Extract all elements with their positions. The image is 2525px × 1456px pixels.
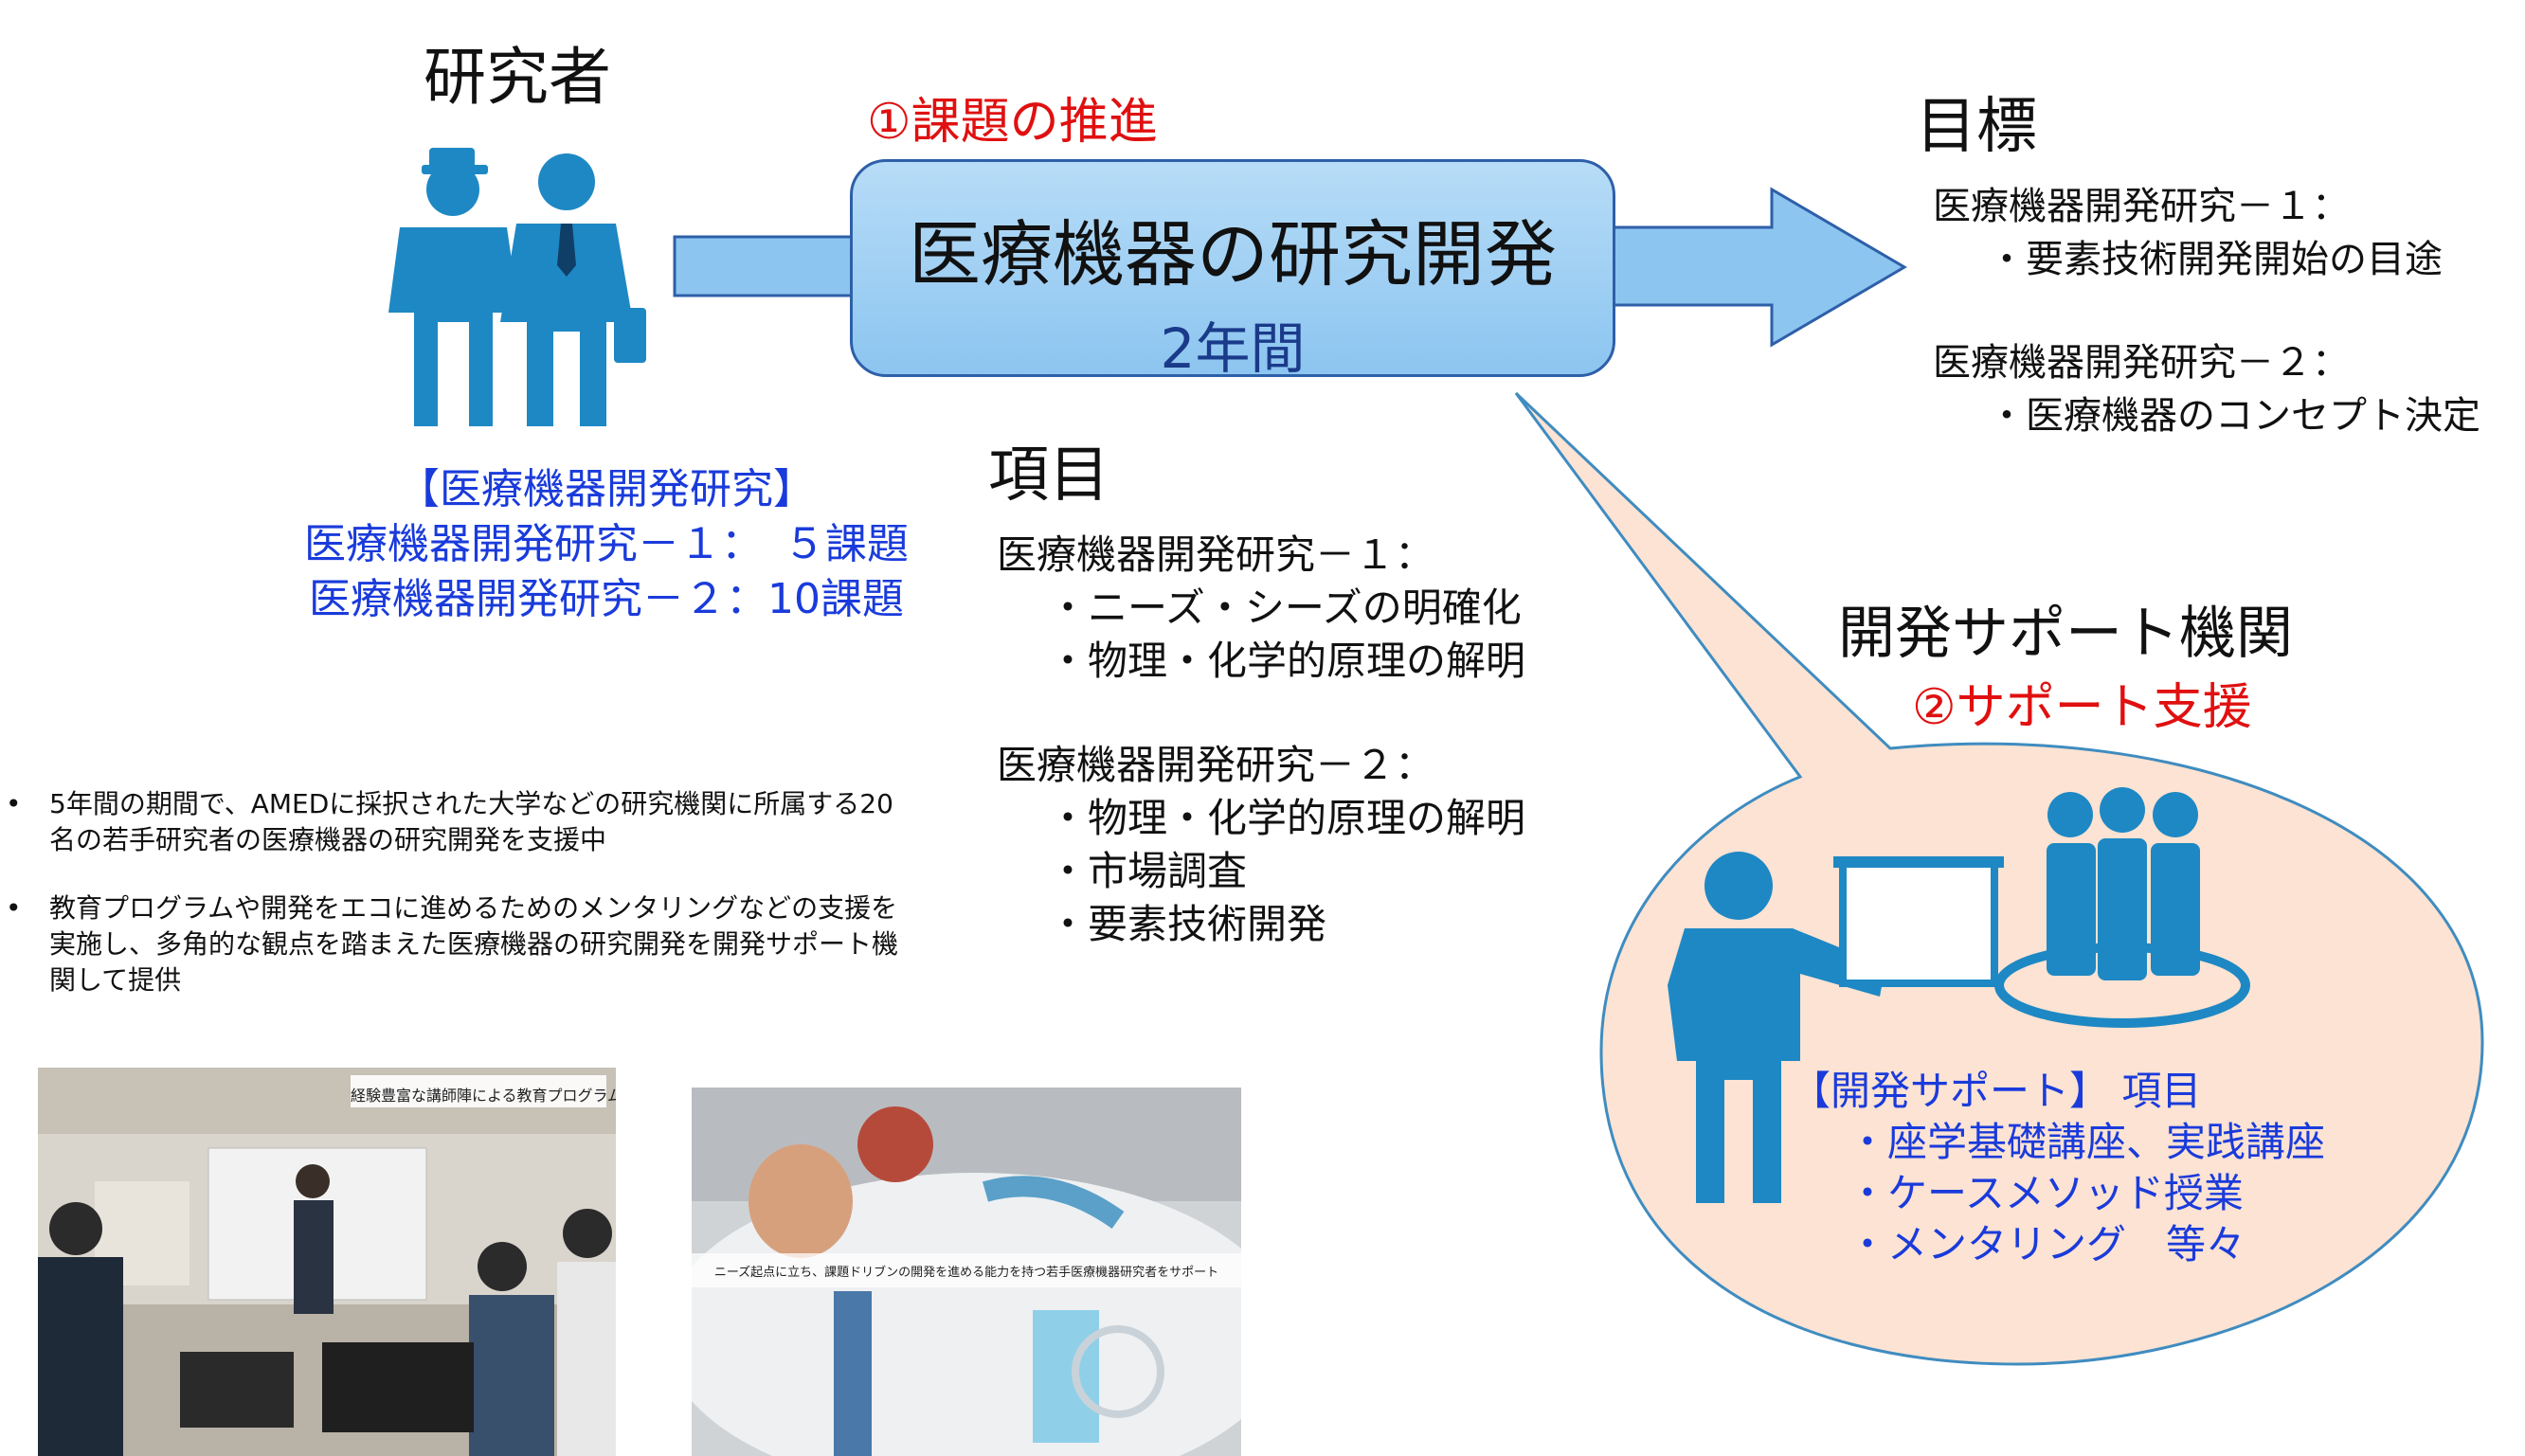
items-head: 医療機器開発研究－２：: [997, 742, 1435, 788]
photo-caption: ニーズ起点に立ち、課題ドリブンの開発を進める能力を持つ若手医療機器研究者をサポー…: [713, 1266, 1219, 1280]
process-duration: 2年間: [1160, 316, 1306, 381]
classroom-photo: 経験豊富な講師陣による教育プログラム: [38, 1068, 616, 1456]
input-arrow: [673, 235, 857, 297]
goals-title: 目標: [1916, 92, 2037, 162]
whiteboard-icon: [1833, 856, 2004, 987]
items-line: ・物理・化学的原理の解明: [1048, 795, 1526, 841]
support-items-head: 【開発サポート】 項目: [1791, 1068, 2202, 1114]
process-box: 医療機器の研究開発 2年間: [850, 159, 1615, 381]
audience-icon: [1994, 787, 2250, 1028]
classroom-scene: [38, 1068, 616, 1456]
process-title: 医療機器の研究開発: [909, 212, 1557, 297]
note-item: • 教育プログラムや開発をエコに進めるためのメンタリングなどの支援を実施し、多角…: [0, 890, 900, 998]
bullet: •: [6, 788, 22, 819]
output-arrow: [1611, 187, 1907, 348]
support-item: ・ケースメソッド授業: [1848, 1170, 2244, 1216]
support-item: ・メンタリング 等々: [1848, 1221, 2246, 1267]
support-title: 開発サポート機関: [1838, 601, 2293, 667]
research-line-2: 医療機器開発研究－２：10課題: [309, 575, 904, 623]
step1-label: ①課題の推進: [867, 94, 1158, 151]
photo-caption: 経験豊富な講師陣による教育プログラム: [351, 1087, 616, 1105]
items-head: 医療機器開発研究－１：: [997, 531, 1435, 578]
goal-head: 医療機器開発研究－２：: [1933, 341, 2350, 385]
research-summary: 【医療機器開発研究】 医療機器開発研究－１： ５課題 医療機器開発研究－２：10…: [218, 462, 995, 627]
items-line: ・要素技術開発: [1048, 901, 1327, 947]
goal-detail: ・医療機器のコンセプト決定: [1988, 394, 2480, 438]
items-line: ・物理・化学的原理の解明: [1048, 638, 1526, 684]
researcher-icon: [500, 153, 646, 426]
note-text: 教育プログラムや開発をエコに進めるためのメンタリングなどの支援を実施し、多角的な…: [49, 892, 899, 996]
researcher-icon: [388, 148, 519, 426]
note-item: • 5年間の期間で、AMEDに採択された大学などの研究機関に所属する20名の若手…: [0, 786, 900, 858]
devices-scene: [692, 1088, 1241, 1456]
notes-list: • 5年間の期間で、AMEDに採択された大学などの研究機関に所属する20名の若手…: [0, 786, 900, 1031]
research-line-1: 医療機器開発研究－１： ５課題: [304, 520, 909, 568]
support-item: ・座学基礎講座、実践講座: [1848, 1119, 2326, 1165]
items-line: ・ニーズ・シーズの明確化: [1048, 584, 1522, 631]
support-items: 【開発サポート】 項目 ・座学基礎講座、実践講座 ・ケースメソッド授業 ・メンタ…: [1791, 1066, 2325, 1270]
step2-label: ②サポート支援: [1912, 679, 2252, 736]
note-text: 5年間の期間で、AMEDに採択された大学などの研究機関に所属する20名の若手研究…: [49, 788, 893, 855]
items-line: ・市場調査: [1048, 848, 1248, 894]
bullet: •: [6, 892, 22, 924]
goal-detail: ・要素技術開発開始の目途: [1988, 238, 2443, 281]
researcher-title: 研究者: [424, 41, 611, 114]
goal-head: 医療機器開発研究－１：: [1933, 185, 2350, 228]
research-bracket-title: 【医療機器開発研究】: [398, 465, 815, 513]
items-title: 項目: [988, 440, 1109, 511]
devices-photo: ニーズ起点に立ち、課題ドリブンの開発を進める能力を持つ若手医療機器研究者をサポー…: [692, 1088, 1241, 1456]
